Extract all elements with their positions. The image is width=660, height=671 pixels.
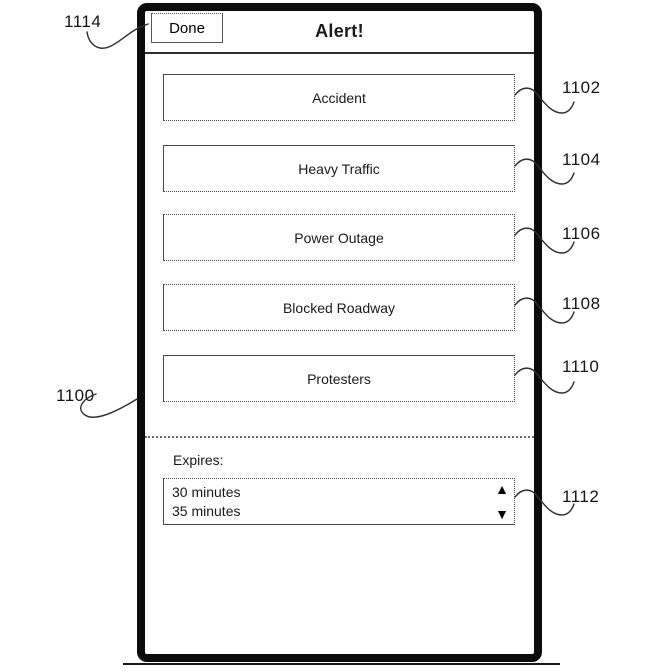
alert-type-button-blocked-roadway[interactable]: Blocked Roadway: [163, 284, 515, 331]
done-button[interactable]: Done: [151, 13, 223, 43]
spinner-arrows: ▲ ▼: [495, 479, 509, 524]
alert-type-button-accident[interactable]: Accident: [163, 74, 515, 121]
ref-label-1106: 1106: [562, 224, 601, 243]
ref-label-1110: 1110: [562, 357, 600, 376]
ref-label-1112: 1112: [562, 487, 600, 506]
expires-duration-spinner[interactable]: 30 minutes 35 minutes ▲ ▼: [163, 478, 515, 525]
alert-type-button-protesters[interactable]: Protesters: [163, 355, 515, 402]
alert-type-button-power-outage[interactable]: Power Outage: [163, 214, 515, 261]
ref-label-1102: 1102: [562, 78, 601, 97]
expires-label: Expires:: [173, 452, 224, 468]
device-frame: Alert! Done Accident Heavy Traffic Power…: [137, 3, 542, 662]
ref-label-1108: 1108: [562, 294, 601, 313]
device-screen: Alert! Done Accident Heavy Traffic Power…: [145, 11, 534, 654]
spinner-down-icon[interactable]: ▼: [495, 506, 509, 522]
section-divider: [145, 436, 534, 438]
ref-label-1100: 1100: [56, 386, 95, 405]
app-header: Alert!: [145, 11, 534, 54]
duration-option-35-minutes[interactable]: 35 minutes: [172, 503, 241, 519]
baseline-rule: [123, 663, 560, 665]
ref-label-1104: 1104: [562, 150, 601, 169]
alert-title: Alert!: [315, 21, 364, 41]
spinner-up-icon[interactable]: ▲: [495, 481, 509, 497]
duration-option-30-minutes[interactable]: 30 minutes: [172, 484, 241, 500]
alert-type-button-heavy-traffic[interactable]: Heavy Traffic: [163, 145, 515, 192]
ref-label-1114: 1114: [64, 12, 102, 31]
